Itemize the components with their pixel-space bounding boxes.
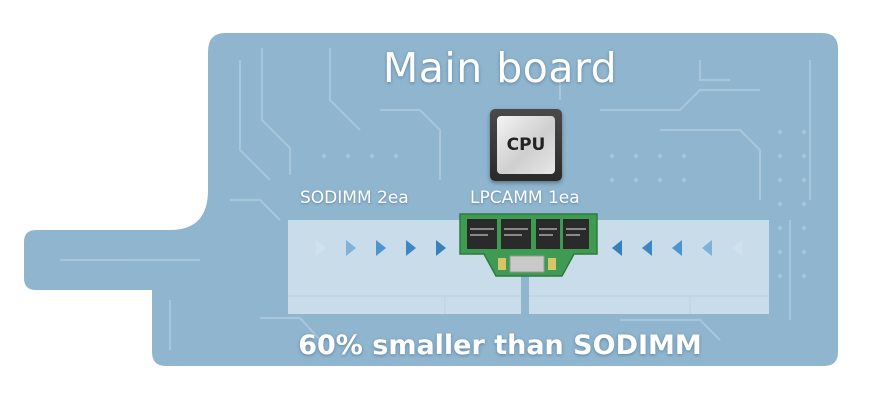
via-array-mid xyxy=(610,150,706,198)
slot-notch-lines xyxy=(288,295,769,314)
arrow-left-icon xyxy=(612,240,622,256)
arrow-left-icon xyxy=(732,240,742,256)
arrow-right-icon xyxy=(346,240,356,256)
cpu-icon: CPU xyxy=(490,109,562,181)
arrow-left-icon xyxy=(642,240,652,256)
lpcamm-label: LPCAMM 1ea xyxy=(470,188,580,208)
cpu-face: CPU xyxy=(497,116,555,174)
via-array-left xyxy=(318,150,414,174)
arrow-right-icon xyxy=(376,240,386,256)
controller-chip xyxy=(509,255,545,273)
arrow-left-icon xyxy=(672,240,682,256)
arrow-right-icon xyxy=(436,240,446,256)
arrows-pointing-right xyxy=(316,240,446,256)
arrow-right-icon xyxy=(406,240,416,256)
arrows-pointing-left xyxy=(612,240,742,256)
diagram-title: Main board xyxy=(382,44,618,92)
footer-caption: 60% smaller than SODIMM xyxy=(298,330,702,361)
arrow-left-icon xyxy=(702,240,712,256)
lpcamm-module xyxy=(459,213,598,277)
cpu-label: CPU xyxy=(506,135,546,155)
arrow-right-icon xyxy=(316,240,326,256)
sodimm-label: SODIMM 2ea xyxy=(300,188,409,208)
